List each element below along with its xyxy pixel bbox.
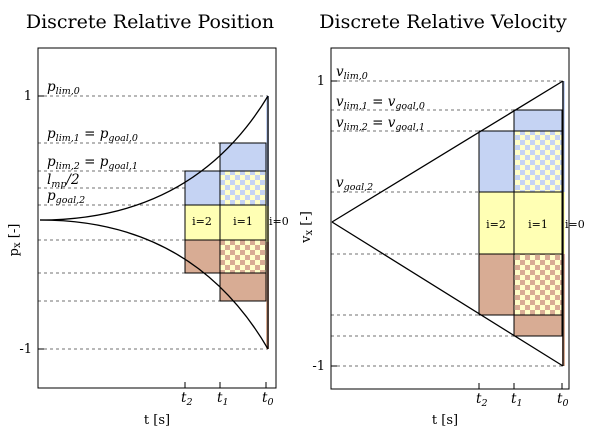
velocity-annotation-vlim0: vlim,0 (336, 64, 368, 82)
position-title: Discrete Relative Position (26, 11, 274, 33)
region-i2-brown (185, 240, 220, 273)
position-annotation-lmp: lmp/2 (47, 172, 80, 190)
position-annotation-plim2: plim,2 = pgoal,1 (47, 154, 138, 172)
region-i2-blue (185, 171, 220, 205)
position-lower-curve (39, 219, 269, 350)
velocity-xtick-t0: t0 (557, 391, 568, 409)
region-i1-checker-bottom (220, 240, 266, 273)
velocity-title: Discrete Relative Velocity (319, 11, 567, 33)
velocity-ytick-1: 1 (317, 74, 325, 89)
velocity-region-i1: i=1 (528, 218, 548, 231)
velocity-panel: Discrete Relative Velocity (299, 11, 585, 428)
velocity-axes-frame (330, 47, 570, 390)
velocity-region-i0: i=0 (565, 218, 585, 231)
position-annotation-pgoal2: pgoal,2 (47, 188, 85, 206)
region-i2-yellow (185, 205, 220, 240)
region-i1-brown (220, 273, 266, 301)
velocity-region-i1-brown (514, 315, 562, 336)
velocity-region-i2-blue (479, 131, 514, 192)
position-xlabel: t [s] (144, 413, 170, 428)
velocity-annotation-vlim2: vlim,2 = vgoal,1 (336, 115, 425, 133)
velocity-annotation-vlim1: vlim,1 = vgoal,0 (336, 94, 425, 112)
velocity-region-i1-checker-top (514, 131, 562, 192)
position-guides (38, 95, 268, 350)
position-panel: Discrete Relative Position (7, 11, 289, 428)
position-xtick-t2: t2 (181, 390, 192, 408)
velocity-ytick-minus1: -1 (312, 359, 325, 374)
velocity-region-i2-yellow (479, 192, 514, 254)
position-axes-frame (37, 47, 277, 389)
velocity-xtick-t1: t1 (511, 391, 522, 409)
velocity-xlabel: t [s] (432, 413, 458, 428)
velocity-region-i2-brown (479, 254, 514, 315)
velocity-region-i2: i=2 (486, 218, 506, 231)
region-i1-yellow (220, 205, 266, 240)
position-ylabel: px [-] (7, 224, 23, 257)
position-xtick-t1: t1 (217, 390, 228, 408)
region-i1-checker-top (220, 171, 266, 205)
velocity-region-borders (478, 109, 563, 337)
position-region-borders (184, 142, 267, 302)
velocity-region-i1-checker-bottom (514, 254, 562, 315)
velocity-region-i1-blue (514, 110, 562, 131)
velocity-lower-line (331, 221, 564, 367)
position-xtick-t0: t0 (262, 390, 273, 408)
position-annotation-plim1: plim,1 = pgoal,0 (47, 126, 138, 144)
velocity-annotation-vgoal2: vgoal,2 (336, 175, 373, 193)
position-ytick-minus1: -1 (19, 342, 32, 357)
position-region-i1: i=1 (233, 215, 253, 228)
velocity-region-i1-yellow (514, 192, 562, 254)
velocity-xtick-t2: t2 (476, 391, 487, 409)
position-region-i0: i=0 (269, 215, 289, 228)
position-ytick-1: 1 (24, 89, 32, 104)
position-upper-curve (39, 95, 269, 221)
position-region-i2: i=2 (192, 215, 212, 228)
velocity-regions (479, 81, 565, 366)
region-i1-blue (220, 143, 266, 171)
position-annotation-plim0: plim,0 (47, 79, 80, 97)
velocity-upper-line (331, 80, 564, 223)
velocity-ylabel: vx [-] (299, 211, 315, 244)
